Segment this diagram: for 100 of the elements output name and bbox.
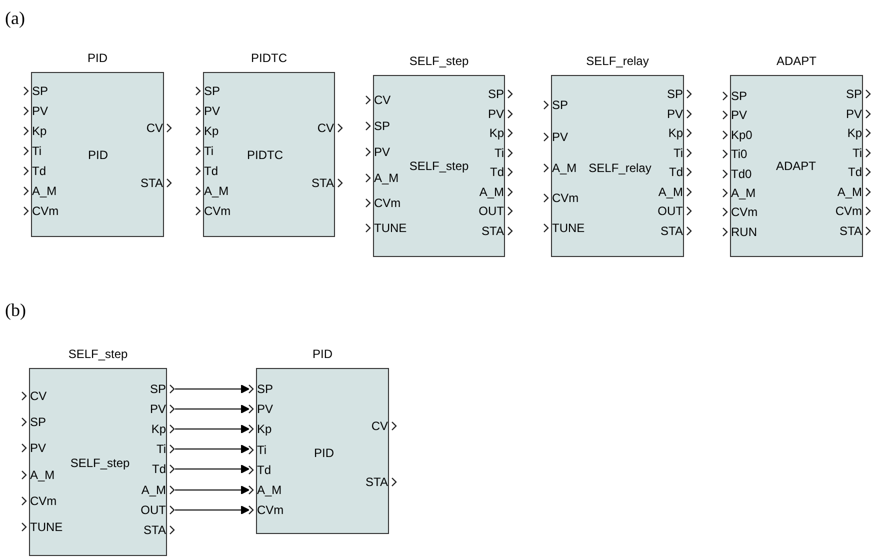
port-label: Td <box>848 165 862 179</box>
port-label: PV <box>374 145 390 159</box>
port-label: Ti <box>156 442 166 456</box>
port-label: SP <box>257 382 274 396</box>
connector-arrow <box>174 424 250 434</box>
port-label: STA <box>144 523 166 537</box>
port-label: PV <box>32 104 48 118</box>
port-label: SP <box>374 119 390 133</box>
port-label: PV <box>488 107 504 121</box>
block-name: SELF_relay <box>588 161 652 175</box>
block-title: ADAPT <box>776 54 816 68</box>
panel-label: (b) <box>5 300 26 321</box>
block-title: PID <box>312 347 332 361</box>
port-label: Td <box>32 164 46 178</box>
port-label: OUT <box>658 204 683 218</box>
port-label: STA <box>366 475 388 489</box>
port-label: PV <box>666 107 683 121</box>
connector-arrow <box>174 486 250 494</box>
connector-arrow <box>174 464 250 474</box>
port-label: A_M <box>32 184 57 198</box>
block-title: SELF_relay <box>586 54 649 68</box>
port-label: Kp <box>668 126 683 140</box>
port-label: TUNE <box>30 520 63 534</box>
port-label: A_M <box>141 483 166 497</box>
block-title: PIDTC <box>251 51 287 65</box>
port-label: Kp <box>151 422 166 436</box>
port-label: SP <box>30 415 46 429</box>
port-label: STA <box>312 176 334 190</box>
port-label: Ti <box>494 146 504 160</box>
port-label: Ti <box>257 443 267 457</box>
port-label: A_M <box>658 185 683 199</box>
port-label: A_M <box>257 483 282 497</box>
port-label: SP <box>488 87 504 101</box>
connector-arrow <box>174 444 250 454</box>
port-label: Td <box>152 462 166 476</box>
port-label: CVm <box>30 494 57 508</box>
port-label: Ti <box>852 146 862 160</box>
connector-arrow <box>174 404 250 414</box>
port-label: OUT <box>140 503 166 517</box>
port-label: PV <box>204 104 220 118</box>
port-label: A_M <box>374 171 399 185</box>
port-label: PV <box>257 402 274 416</box>
port-label: STA <box>482 224 504 238</box>
port-label: OUT <box>478 204 504 218</box>
port-label: PV <box>846 107 862 121</box>
port-label: A_M <box>30 468 55 482</box>
port-label: STA <box>140 176 163 190</box>
port-label: CVm <box>374 196 401 210</box>
port-label: CVm <box>32 204 59 218</box>
port-label: CVm <box>257 503 284 517</box>
port-label: Ti <box>32 144 42 158</box>
port-label: STA <box>840 224 862 238</box>
port-label: Kp <box>204 124 219 138</box>
port-label: SP <box>846 87 862 101</box>
port-label: CVm <box>731 205 758 219</box>
port-label: Td <box>257 463 272 477</box>
port-label: CVm <box>204 204 231 218</box>
port-label: SP <box>666 87 683 101</box>
block-name: ADAPT <box>776 159 816 173</box>
port-label: PV <box>731 108 748 122</box>
port-label: Td0 <box>731 167 752 181</box>
port-label: Td <box>668 165 683 179</box>
port-label: PV <box>150 402 166 416</box>
port-label: A_M <box>552 161 577 175</box>
port-label: SP <box>731 89 748 103</box>
port-label: PV <box>30 441 46 455</box>
port-label: TUNE <box>552 221 585 235</box>
port-label: CVm <box>835 204 862 218</box>
port-label: Kp <box>489 126 504 140</box>
port-label: SP <box>204 84 220 98</box>
port-label: A_M <box>837 185 862 199</box>
port-label: PV <box>552 130 568 144</box>
port-label: A_M <box>204 184 229 198</box>
port-label: CV <box>30 389 47 403</box>
block-title: PID <box>87 51 108 65</box>
port-label: A_M <box>479 185 504 199</box>
port-label: A_M <box>731 186 756 200</box>
block-title: SELF_step <box>409 54 469 68</box>
port-label: Kp <box>32 124 47 138</box>
port-label: SP <box>32 84 48 98</box>
port-label: Ti0 <box>731 147 748 161</box>
port-label: CV <box>371 419 388 433</box>
block-title: SELF_step <box>68 347 128 361</box>
block-name: SELF_step <box>70 456 130 470</box>
port-label: Ti <box>673 146 683 160</box>
panel-label: (a) <box>5 8 25 29</box>
port-label: Kp0 <box>731 128 752 142</box>
block-name: PID <box>88 148 108 162</box>
port-label: STA <box>660 224 683 238</box>
port-label: Td <box>490 165 504 179</box>
port-label: CV <box>146 121 163 135</box>
connector-arrow <box>174 384 250 394</box>
port-label: Ti <box>204 144 214 158</box>
block-name: PID <box>314 446 334 460</box>
port-label: TUNE <box>374 221 407 235</box>
port-label: RUN <box>731 225 757 239</box>
connector-arrow <box>174 506 250 514</box>
port-label: Kp <box>847 126 862 140</box>
port-label: Kp <box>257 422 272 436</box>
port-label: SP <box>552 98 568 112</box>
